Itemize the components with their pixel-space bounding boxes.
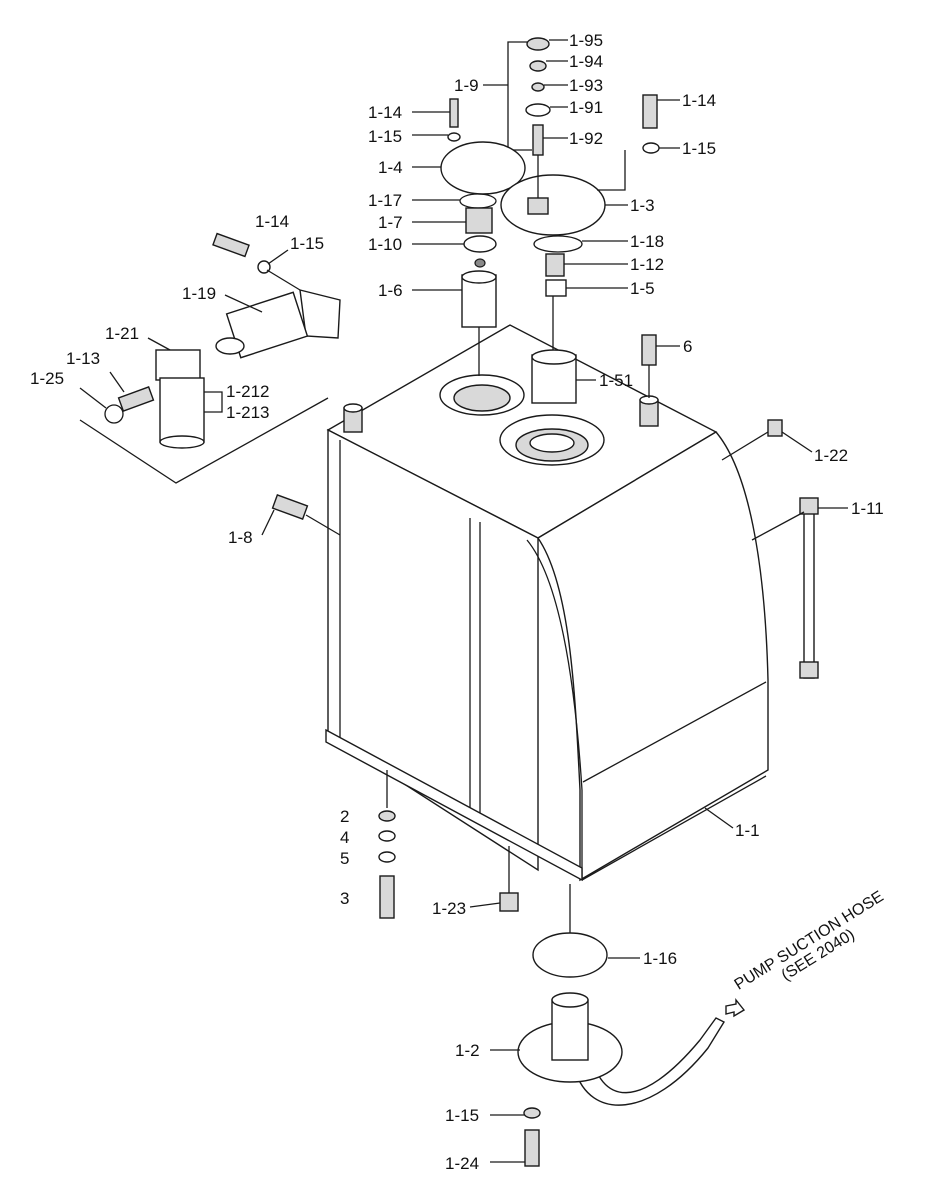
tank-top-ports <box>343 374 659 466</box>
callout-1-17: 1-17 <box>368 191 403 210</box>
callout-1-16: 1-16 <box>643 949 678 968</box>
callout-1-23: 1-23 <box>432 899 467 918</box>
callout-1-213: 1-213 <box>226 403 270 422</box>
side-parts <box>271 419 819 679</box>
callout-1-7: 1-7 <box>378 213 403 232</box>
callout-1-12: 1-12 <box>630 255 665 274</box>
callout-3: 3 <box>340 889 350 908</box>
callout-1-9: 1-9 <box>454 76 479 95</box>
callout-1-92: 1-92 <box>569 129 604 148</box>
callout-1-24: 1-24 <box>445 1154 480 1173</box>
callout-1-18: 1-18 <box>630 232 665 251</box>
callout-4: 4 <box>340 828 350 847</box>
callout-1-14-upper-right: 1-14 <box>682 91 717 110</box>
callout-1-14-left: 1-14 <box>255 212 290 231</box>
callout-1-22: 1-22 <box>814 446 849 465</box>
callout-1-91: 1-91 <box>569 98 604 117</box>
callout-1-4: 1-4 <box>378 158 403 177</box>
callout-1-6: 1-6 <box>378 281 403 300</box>
callout-1-1: 1-1 <box>735 821 760 840</box>
callout-1-21: 1-21 <box>105 324 140 343</box>
callout-1-2: 1-2 <box>455 1041 480 1060</box>
callout-1-15-upper-right: 1-15 <box>682 139 717 158</box>
arrow-right-icon <box>725 998 746 1018</box>
callout-1-3: 1-3 <box>630 196 655 215</box>
leader-lines <box>79 39 848 1163</box>
callout-1-15-bottom: 1-15 <box>445 1106 480 1125</box>
callout-1-11: 1-11 <box>851 499 884 518</box>
callout-1-13: 1-13 <box>66 349 101 368</box>
callout-1-94: 1-94 <box>569 52 604 71</box>
callout-1-19: 1-19 <box>182 284 217 303</box>
callout-1-15-left: 1-15 <box>290 234 325 253</box>
upper-components <box>440 37 660 404</box>
callout-1-5: 1-5 <box>630 279 655 298</box>
callout-1-51: 1-51 <box>599 371 634 390</box>
callout-1-14-upper-left: 1-14 <box>368 103 403 122</box>
callout-6: 6 <box>683 337 693 356</box>
callout-1-95: 1-95 <box>569 31 604 50</box>
callout-1-8: 1-8 <box>228 528 253 547</box>
callout-2: 2 <box>340 807 350 826</box>
return-filter-assembly <box>79 232 341 484</box>
bottom-parts <box>378 770 725 1167</box>
callout-1-15-upper-left: 1-15 <box>368 127 403 146</box>
callout-5: 5 <box>340 849 350 868</box>
callout-1-93: 1-93 <box>569 76 604 95</box>
callout-1-212: 1-212 <box>226 382 270 401</box>
tank-body <box>325 324 769 882</box>
callout-1-10: 1-10 <box>368 235 403 254</box>
callout-1-25: 1-25 <box>30 369 65 388</box>
